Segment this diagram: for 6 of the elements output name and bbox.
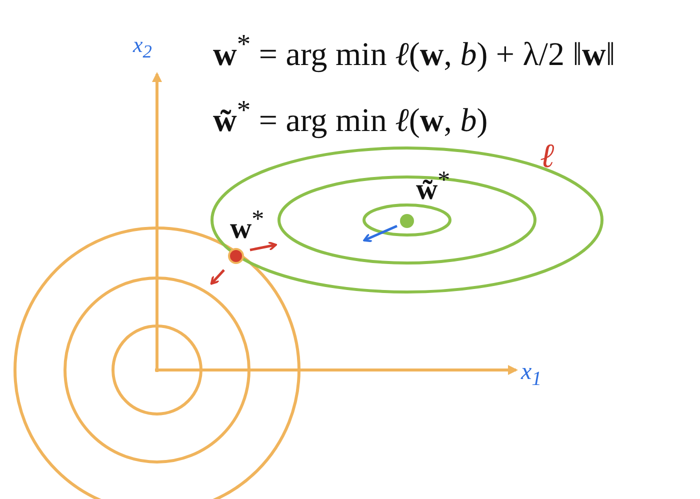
- formula: w̃$^{*}$ = arg min ℓ(w, b): [213, 96, 488, 138]
- point-label: w$^{*}$: [230, 207, 264, 244]
- formula: w$^{*}$ = arg min ℓ(w, b) + λ/2 ‖w‖: [213, 30, 616, 72]
- contour-label: ℓ: [540, 140, 554, 174]
- axis-label: x$_{2}$: [133, 34, 152, 61]
- axis-label: x$_{1}$: [521, 360, 542, 389]
